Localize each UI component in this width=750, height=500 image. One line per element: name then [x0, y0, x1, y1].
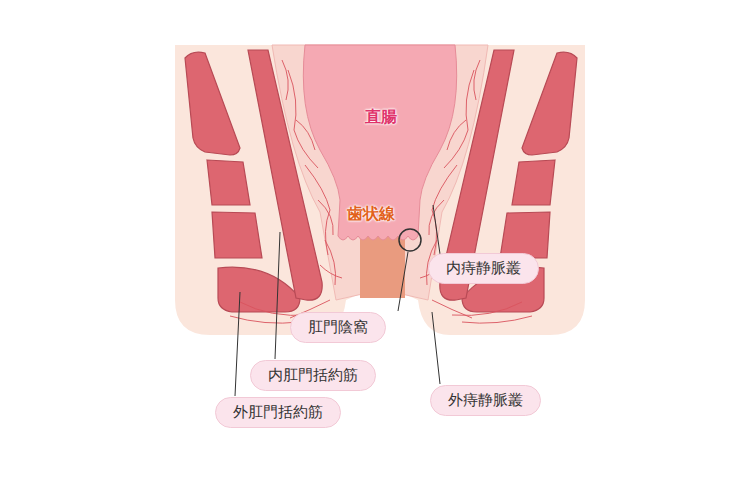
label-text: 内肛門括約筋	[268, 368, 358, 383]
organ-label: 直腸	[365, 109, 397, 125]
label-pill: 外肛門括約筋	[215, 397, 341, 428]
label-pill: 内痔静脈叢	[428, 253, 539, 284]
line-label: 歯状線	[347, 206, 395, 222]
label-text: 肛門陰窩	[308, 320, 368, 335]
label-text: 外肛門括約筋	[233, 405, 323, 420]
label-pill: 肛門陰窩	[290, 312, 386, 343]
label-text: 外痔静脈叢	[448, 393, 523, 408]
label-pill: 外痔静脈叢	[430, 385, 541, 416]
label-text: 内痔静脈叢	[446, 261, 521, 276]
label-pill: 内肛門括約筋	[250, 360, 376, 391]
